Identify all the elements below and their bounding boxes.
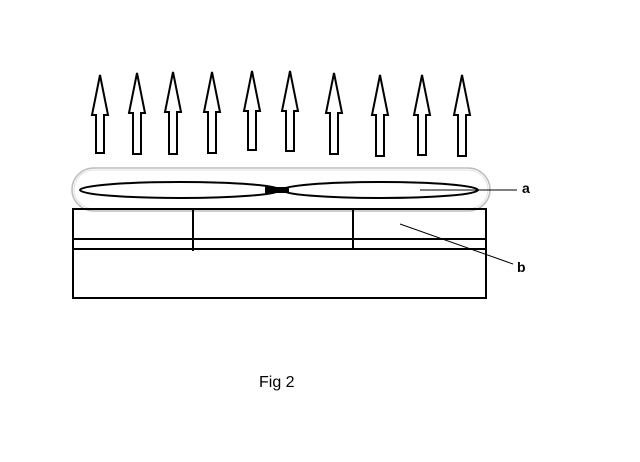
label-b: b — [517, 259, 526, 275]
lens-center-joint — [265, 187, 289, 193]
up-arrow-icon — [326, 73, 342, 154]
up-arrow-icon — [414, 75, 430, 155]
up-arrow-icon — [244, 71, 260, 150]
up-arrow-icon — [129, 73, 145, 154]
up-arrow-icon — [165, 72, 181, 154]
base-outer — [73, 209, 486, 298]
label-a: a — [522, 180, 530, 196]
leader-line-b — [400, 224, 513, 264]
up-arrow-icon — [282, 71, 298, 151]
arrow-group — [92, 71, 470, 156]
lens-left-lobe — [80, 182, 280, 198]
figure-caption: Fig 2 — [259, 374, 295, 392]
up-arrow-icon — [372, 75, 388, 156]
up-arrow-icon — [92, 75, 108, 153]
up-arrow-icon — [454, 75, 470, 156]
up-arrow-icon — [204, 72, 220, 153]
